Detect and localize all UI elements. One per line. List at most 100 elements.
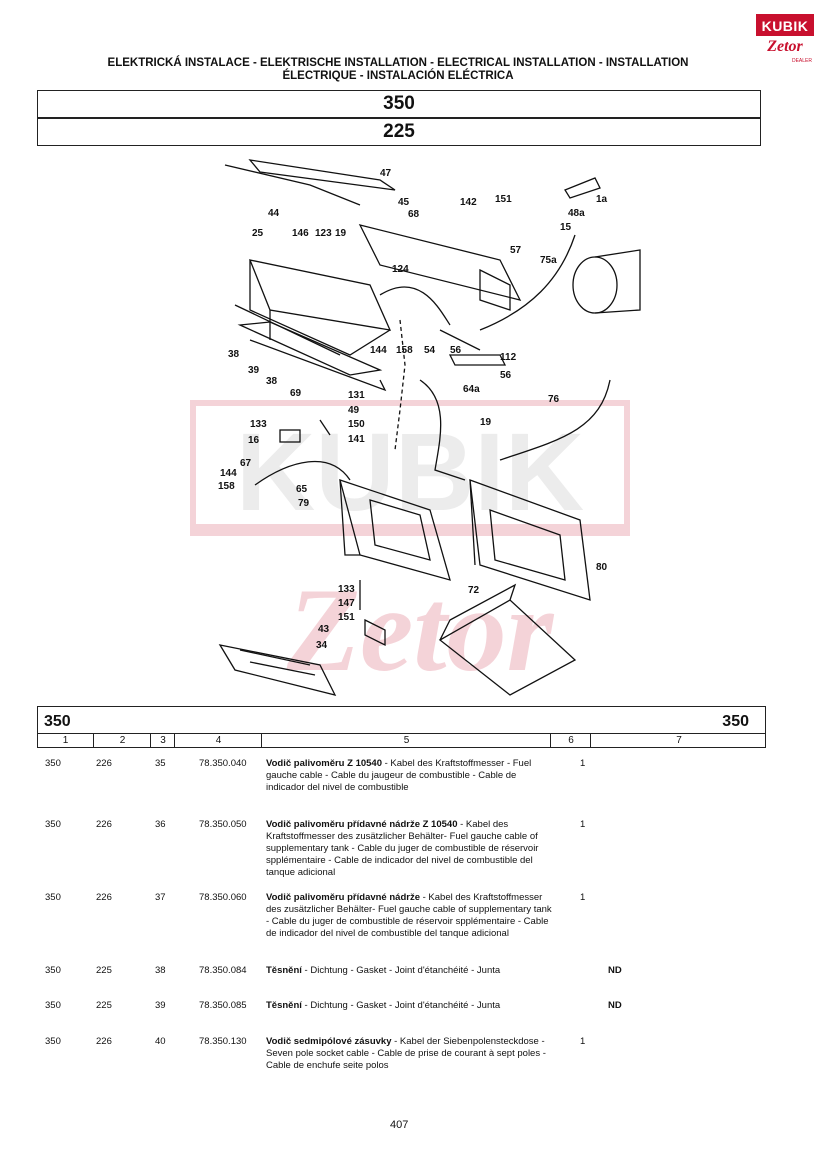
col-header-4: 4	[174, 734, 262, 747]
diagram-label: 142	[460, 197, 477, 208]
col-header-3: 3	[150, 734, 175, 747]
diagram-label: 45	[398, 197, 410, 208]
diagram-label: 158	[218, 481, 235, 492]
diagram-label: 64a	[463, 384, 480, 395]
diagram-label: 146	[292, 228, 309, 239]
title-line-2: ÉLECTRIQUE - INSTALACIÓN ELÉCTRICA	[282, 70, 514, 82]
diagram-label: 67	[240, 458, 252, 469]
diagram-label: 158	[396, 345, 413, 356]
page-number: 407	[390, 1119, 409, 1131]
table-cell-note: ND	[608, 1000, 622, 1011]
diagram-label: 151	[338, 612, 355, 623]
diagram-label: 47	[380, 168, 392, 179]
diagram-label: 144	[370, 345, 387, 356]
description-text: - Dichtung - Gasket - Joint d'étanchéité…	[304, 965, 501, 976]
diagram-label: 38	[228, 349, 240, 360]
model-box-2: 225	[37, 118, 761, 146]
table-cell-part-number: 78.350.040	[199, 758, 247, 769]
description-title: Vodič palivoměru přídavné nádrže Z 10540	[266, 819, 458, 830]
diagram-label: 147	[338, 598, 355, 609]
description-title: Vodič palivoměru přídavné nádrže	[266, 892, 420, 903]
description-text: - Kabel des Kraftstoffmesser des zusätzl…	[266, 819, 539, 878]
table-model-right: 350	[722, 713, 749, 730]
diagram-label: 112	[500, 352, 517, 363]
diagram-label: 19	[335, 228, 347, 239]
description-text: - Kabel des Kraftstoffmesser des zusätzl…	[266, 892, 552, 939]
table-cell-group: 225	[96, 965, 112, 976]
col-header-2: 2	[93, 734, 151, 747]
diagram-label: 68	[408, 209, 420, 220]
table-cell-model: 350	[45, 1036, 61, 1047]
table-cell-position: 36	[155, 819, 166, 830]
table-cell-description: Vodič palivoměru přídavné nádrže Z 10540…	[266, 819, 556, 879]
diagram-label: 1a	[596, 194, 608, 205]
col-header-7: 7	[590, 734, 767, 747]
diagram-label: 19	[480, 417, 492, 428]
table-cell-position: 35	[155, 758, 166, 769]
diagram-label: 76	[548, 394, 560, 405]
diagram-label: 56	[500, 370, 512, 381]
diagram-label: 79	[298, 498, 310, 509]
logo-brand: KUBIK	[756, 16, 814, 36]
table-cell-part-number: 78.350.084	[199, 965, 247, 976]
diagram-label: 16	[248, 435, 260, 446]
table-cell-group: 226	[96, 1036, 112, 1047]
description-text: - Kabel des Kraftstoffmesser - Fuel gauc…	[266, 758, 532, 793]
diagram-label: 123	[315, 228, 332, 239]
diagram-label: 65	[296, 484, 308, 495]
table-cell-quantity: 1	[580, 819, 586, 830]
table-cell-quantity: 1	[580, 892, 586, 903]
table-cell-note: ND	[608, 965, 622, 976]
table-cell-position: 38	[155, 965, 166, 976]
table-cell-group: 226	[96, 819, 112, 830]
diagram-label: 48a	[568, 208, 585, 219]
table-cell-description: Vodič sedmipólové zásuvky - Kabel der Si…	[266, 1036, 556, 1072]
table-cell-description: Vodič palivoměru Z 10540 - Kabel des Kra…	[266, 758, 556, 794]
diagram-label: 57	[510, 245, 522, 256]
diagram-label: 150	[348, 419, 365, 430]
watermark: KUBIK Zetor	[190, 400, 630, 696]
table-cell-model: 350	[45, 892, 61, 903]
title-line-1: ELEKTRICKÁ INSTALACE - ELEKTRISCHE INSTA…	[107, 57, 689, 69]
diagram-label: 69	[290, 388, 302, 399]
diagram-label: 144	[220, 468, 237, 479]
table-cell-position: 37	[155, 892, 166, 903]
description-title: Vodič sedmipólové zásuvky	[266, 1036, 392, 1047]
diagram-label: 38	[266, 376, 278, 387]
description-text: - Dichtung - Gasket - Joint d'étanchéité…	[304, 1000, 501, 1011]
description-title: Těsnění	[266, 1000, 302, 1011]
table-cell-quantity: 1	[580, 1036, 586, 1047]
logo-sub: Zetor	[767, 38, 803, 55]
table-cell-part-number: 78.350.130	[199, 1036, 247, 1047]
table-cell-group: 226	[96, 892, 112, 903]
table-cell-description: Těsnění - Dichtung - Gasket - Joint d'ét…	[266, 965, 556, 977]
kubik-zetor-logo: KUBIK Zetor DEALER	[756, 14, 814, 72]
table-cell-position: 40	[155, 1036, 166, 1047]
table-cell-description: Těsnění - Dichtung - Gasket - Joint d'ét…	[266, 1000, 556, 1012]
table-cell-model: 350	[45, 819, 61, 830]
diagram-label: 54	[424, 345, 436, 356]
logo-dealer: DEALER	[791, 58, 812, 64]
diagram-label: 133	[338, 584, 355, 595]
table-cell-part-number: 78.350.050	[199, 819, 247, 830]
col-header-5: 5	[261, 734, 551, 747]
diagram-label: 131	[348, 390, 365, 401]
table-cell-description: Vodič palivoměru přídavné nádrže - Kabel…	[266, 892, 556, 940]
diagram-label: 44	[268, 208, 280, 219]
table-model-left: 350	[44, 713, 71, 730]
diagram-label: 75a	[540, 255, 557, 266]
diagram-label: 124	[392, 264, 409, 275]
diagram-label: 34	[316, 640, 328, 651]
diagram-label: 133	[250, 419, 267, 430]
diagram-label: 25	[252, 228, 264, 239]
diagram-label: 56	[450, 345, 462, 356]
description-text: - Kabel der Siebenpolensteckdose - Seven…	[266, 1036, 546, 1071]
table-cell-quantity: 1	[580, 758, 586, 769]
diagram-label: 49	[348, 405, 360, 416]
table-cell-position: 39	[155, 1000, 166, 1011]
diagram-label: 151	[495, 194, 512, 205]
table-cell-group: 226	[96, 758, 112, 769]
page-title: ELEKTRICKÁ INSTALACE - ELEKTRISCHE INSTA…	[40, 57, 756, 83]
table-cell-group: 225	[96, 1000, 112, 1011]
table-cell-model: 350	[45, 1000, 61, 1011]
